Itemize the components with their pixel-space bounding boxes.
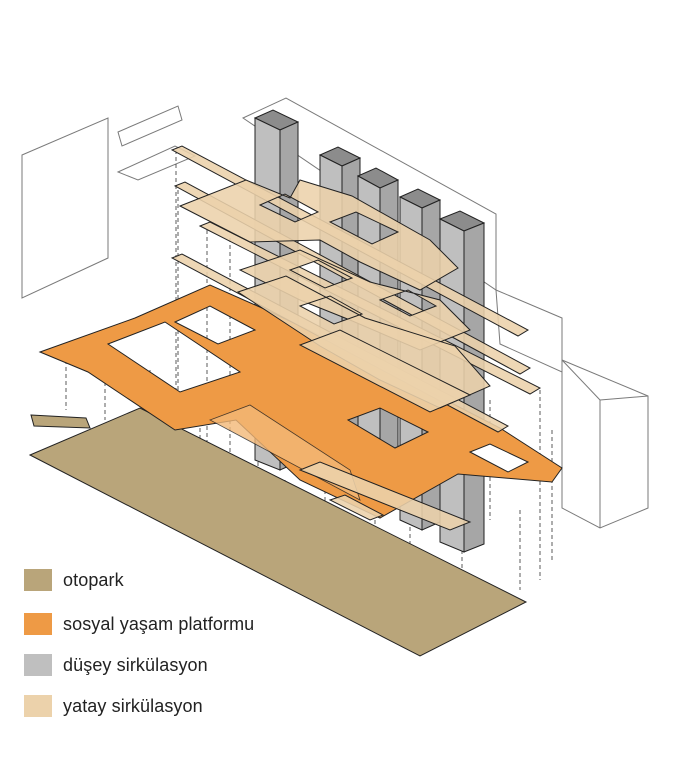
context-building-right-front	[561, 359, 649, 529]
yatay-band-ground	[298, 461, 472, 531]
horizontal-circulation	[170, 145, 542, 531]
legend-label-otopark: otopark	[63, 569, 124, 590]
legend-item-sosyal-yasam-platformu: sosyal yaşam platformu	[24, 612, 254, 636]
yatay-slab-bottom	[298, 329, 472, 413]
context-building-left-back	[117, 105, 183, 147]
otopark-slab	[28, 407, 528, 657]
legend-swatch-yatay-sirkulasyon	[24, 695, 52, 717]
otopark-ramp	[30, 414, 91, 429]
legend-label-sosyal-yasam-platformu: sosyal yaşam platformu	[63, 613, 255, 634]
context-building-left-front	[21, 117, 109, 299]
legend-item-dusey-sirkulasyon: düşey sirkülasyon	[24, 653, 208, 677]
legend-swatch-otopark	[24, 569, 52, 591]
context-buildings	[21, 97, 649, 529]
legend-label-yatay-sirkulasyon: yatay sirkülasyon	[63, 695, 203, 716]
legend-swatch-dusey-sirkulasyon	[24, 654, 52, 676]
legend-label-dusey-sirkulasyon: düşey sirkülasyon	[63, 654, 208, 675]
legend-swatch-sosyal-yasam-platformu	[24, 613, 52, 635]
legend-item-yatay-sirkulasyon: yatay sirkülasyon	[24, 694, 203, 718]
legend-item-otopark: otopark	[24, 568, 124, 592]
yatay-band-ground-small	[328, 494, 385, 521]
yatay-slab-upper	[178, 179, 459, 291]
yatay-slab-middle	[238, 249, 471, 351]
